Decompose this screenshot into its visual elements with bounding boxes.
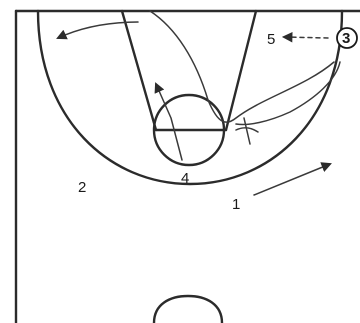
curl-path-return xyxy=(235,61,341,126)
player-5-label: 5 xyxy=(267,31,275,48)
lane-line-right xyxy=(224,9,258,132)
screen-bar xyxy=(235,127,259,133)
player-3-circle xyxy=(336,27,358,49)
baseline-cut-arrow xyxy=(56,21,139,40)
player-3-label: 3 xyxy=(342,30,350,47)
three-point-arc xyxy=(36,9,344,186)
pass-3-to-5-arrow xyxy=(281,31,329,43)
screen-tick xyxy=(243,117,251,145)
player-2-label: 2 xyxy=(78,179,86,196)
center-circle xyxy=(152,294,224,323)
player-1-label: 1 xyxy=(232,196,240,213)
curl-path xyxy=(149,10,335,123)
player-4-label: 4 xyxy=(181,170,189,187)
free-throw-circle xyxy=(152,93,226,167)
player-1-drive-arrow xyxy=(253,162,332,196)
player-4-cut-arrow xyxy=(154,82,183,161)
lane-line-left xyxy=(120,9,158,132)
